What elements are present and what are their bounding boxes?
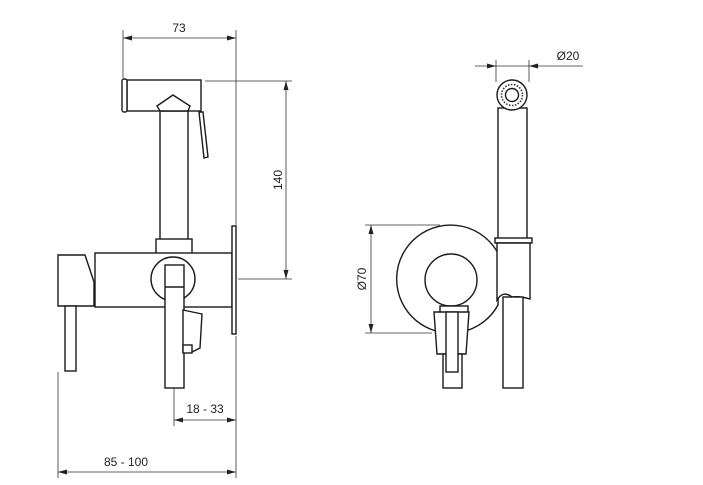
dimension-label-73: 73 <box>172 21 186 35</box>
dimension-label-140: 140 <box>271 170 285 190</box>
dimension-label-18-33: 18 - 33 <box>186 402 224 416</box>
front-view: Ø20 Ø70 <box>355 49 583 389</box>
dimension-label-d20: Ø20 <box>557 49 580 63</box>
side-view: 73 140 18 - 33 85 - 100 <box>57 21 292 478</box>
dimension-label-d70: Ø70 <box>355 267 369 290</box>
dimension-label-85-100: 85 - 100 <box>104 455 148 469</box>
